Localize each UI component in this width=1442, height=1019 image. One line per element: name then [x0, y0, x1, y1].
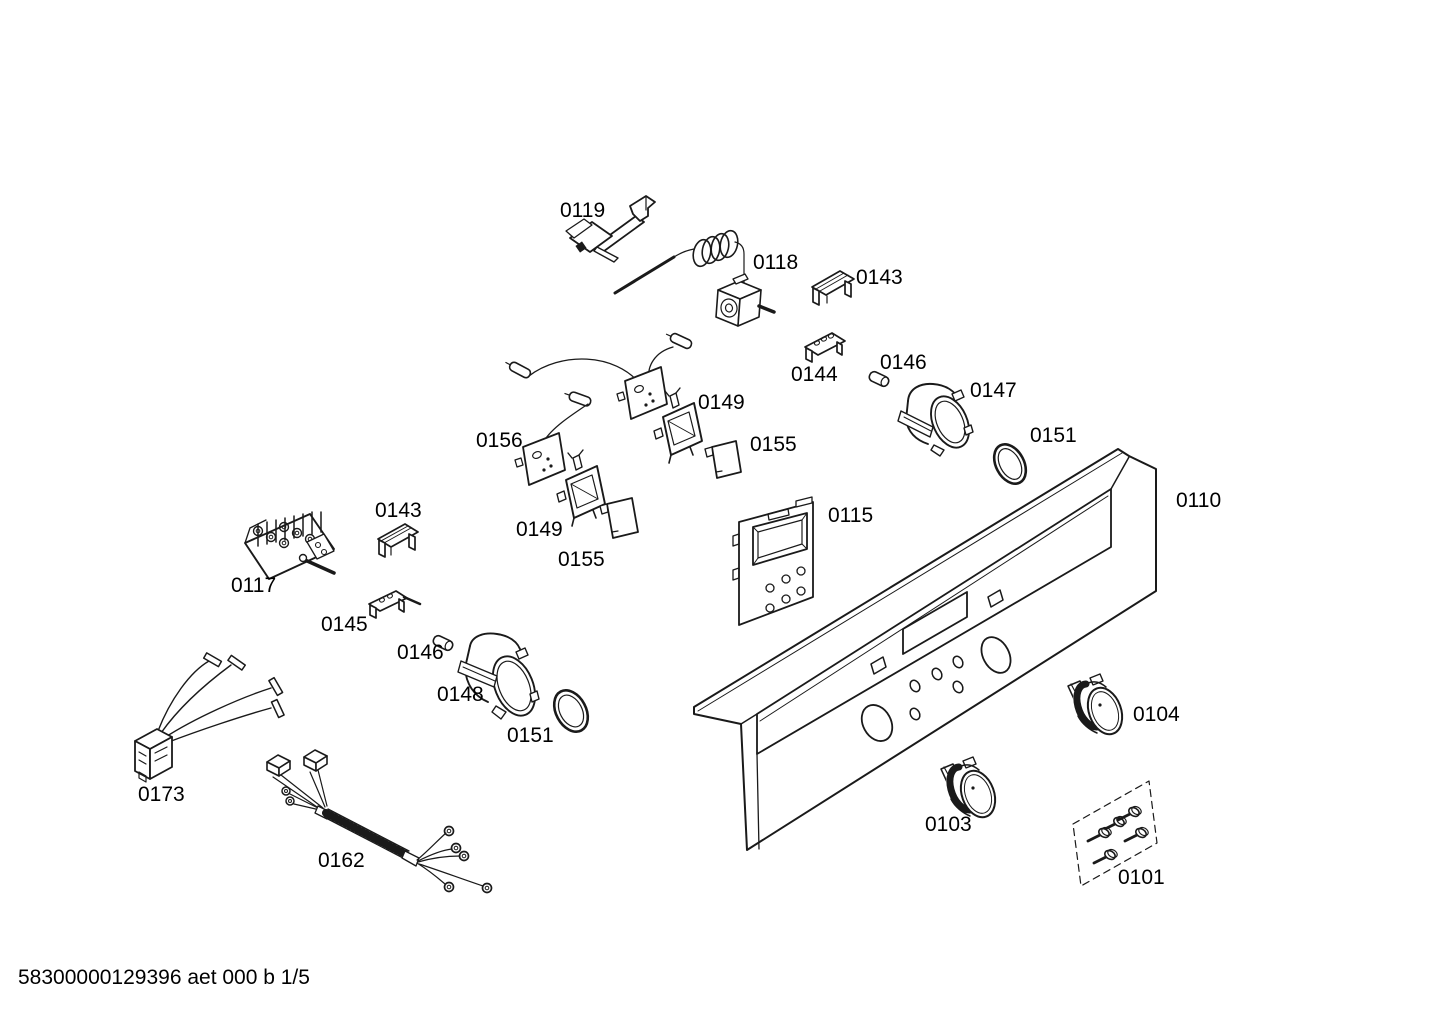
- callout-0118: 0118: [753, 251, 799, 274]
- screw-icon: [1086, 826, 1112, 843]
- part-0148-knob-socket-drawing: [457, 632, 540, 720]
- part-0101-screw-set-drawing: [1072, 780, 1158, 887]
- part-0151-ring-bottom-drawing: [552, 689, 590, 733]
- part-0103-knob-drawing: [940, 756, 997, 819]
- part-0117-terminal-block-drawing: [244, 511, 336, 580]
- part-0104-knob-drawing: [1067, 673, 1124, 736]
- callout-0104: 0104: [1133, 703, 1180, 726]
- callout-0147: 0147: [970, 379, 1017, 402]
- part-0146-pin-left-drawing: [432, 634, 454, 652]
- callout-0103: 0103: [925, 813, 972, 836]
- part-0155-plate-right-drawing: [704, 440, 742, 479]
- document-reference-number: 58300000129396 aet 000 b 1/5: [18, 966, 310, 989]
- part-0110-control-panel-drawing: [693, 448, 1157, 851]
- part-0173-connector-drawing: [134, 652, 285, 783]
- screw-icon: [1123, 826, 1149, 843]
- part-0149-switch-right-drawing: [653, 387, 703, 464]
- part-0147-knob-socket-drawing: [897, 382, 974, 457]
- callout-0110: 0110: [1176, 489, 1222, 512]
- part-0144-clip-drawing: [804, 332, 846, 363]
- callout-0146-top: 0146: [880, 351, 927, 374]
- callout-0151-bottom: 0151: [507, 724, 554, 747]
- screw-icon: [1092, 848, 1118, 865]
- callout-0151-top: 0151: [1030, 424, 1077, 447]
- part-0156-wiring-assembly-drawing: [505, 332, 693, 486]
- part-0146-pin-top-drawing: [868, 370, 890, 388]
- part-0143-clip-top-drawing: [811, 270, 855, 306]
- part-0155-plate-left-drawing: [599, 497, 639, 539]
- callout-0162: 0162: [318, 849, 365, 872]
- part-0115-display-module-drawing: [732, 496, 814, 626]
- callout-0149-left: 0149: [516, 518, 563, 541]
- callout-0101: 0101: [1118, 866, 1165, 889]
- callout-0149-right: 0149: [698, 391, 745, 414]
- part-0151-ring-top-drawing: [992, 443, 1028, 485]
- callout-0119: 0119: [560, 199, 606, 222]
- part-0118-thermostat-drawing: [613, 229, 776, 327]
- callout-0146-left: 0146: [397, 641, 444, 664]
- callout-0115: 0115: [828, 504, 874, 527]
- callout-0148: 0148: [437, 683, 484, 706]
- callout-0155-left: 0155: [558, 548, 605, 571]
- part-0145-clip-drawing: [368, 590, 422, 619]
- callout-0173: 0173: [138, 783, 185, 806]
- screw-icon: [1116, 805, 1142, 822]
- callout-0145: 0145: [321, 613, 368, 636]
- callout-0144: 0144: [791, 363, 838, 386]
- callout-0143-top: 0143: [856, 266, 903, 289]
- part-0162-cable-harness-drawing: [266, 749, 493, 894]
- part-0119-bracket-drawing: [565, 195, 656, 263]
- part-0143-clip-left-drawing: [377, 523, 419, 558]
- callout-0143-left: 0143: [375, 499, 422, 522]
- callout-0155-right: 0155: [750, 433, 797, 456]
- callout-0156: 0156: [476, 429, 523, 452]
- callout-0117: 0117: [231, 574, 277, 597]
